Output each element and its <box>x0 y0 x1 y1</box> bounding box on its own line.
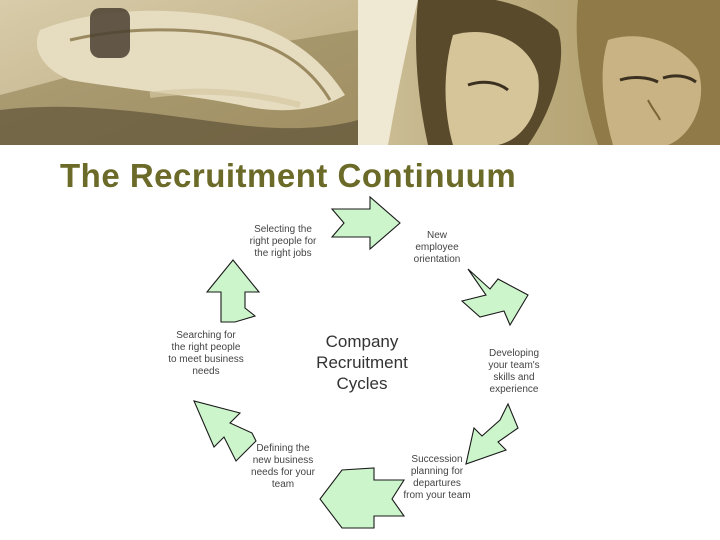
stage-label-developing: Developing your team's skills and experi… <box>480 348 548 396</box>
stage-label-selecting: Selecting the right people for the right… <box>246 224 320 260</box>
stage-label-searching: Searching for the right people to meet b… <box>168 330 244 378</box>
hands-on-keyboard-photo <box>0 0 358 145</box>
header-photo-banner <box>0 0 720 145</box>
cycle-arrow-bottom <box>318 466 406 532</box>
cycle-center-label: Company Recruitment Cycles <box>300 331 424 394</box>
cycle-arrow-top <box>330 195 402 251</box>
stage-label-defining: Defining the new business needs for your… <box>250 443 316 491</box>
cycle-arrow-upper-left <box>205 258 261 324</box>
cycle-arrow-upper-right <box>460 265 532 327</box>
cycle-arrow-lower-left <box>190 397 258 463</box>
stage-label-orientation: New employee orientation <box>404 230 470 266</box>
stage-label-succession: Succession planning for departures from … <box>402 454 472 502</box>
faces-photo <box>358 0 720 145</box>
page-title: The Recruitment Continuum <box>60 157 516 195</box>
